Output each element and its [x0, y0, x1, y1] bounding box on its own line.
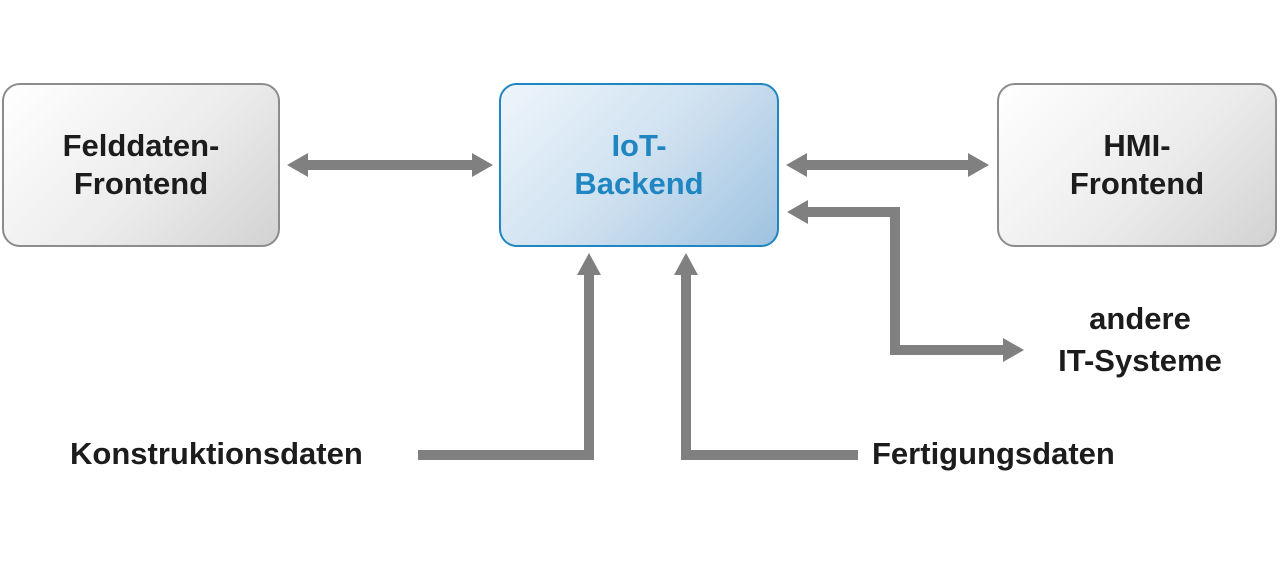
- other-it-systems-label: andere IT-Systeme: [1058, 301, 1222, 378]
- manufacturing-data-label: Fertigungsdaten: [872, 436, 1115, 471]
- arrow-construction-data-iot-backend: [418, 253, 601, 460]
- arrow-iot-backend-hmi-frontend: [786, 153, 989, 177]
- iot-backend-box: IoT- Backend: [499, 83, 779, 247]
- hmi-frontend-box: HMI- Frontend: [997, 83, 1277, 247]
- arrow-manufacturing-data-iot-backend: [674, 253, 858, 460]
- iot-backend-label: IoT- Backend: [574, 128, 704, 201]
- construction-data-label: Konstruktionsdaten: [70, 436, 363, 471]
- arrow-iot-backend-other-it-systems: [787, 200, 1024, 362]
- arrow-field-frontend-iot-backend: [287, 153, 493, 177]
- hmi-frontend-label: HMI- Frontend: [1069, 128, 1205, 201]
- field-data-frontend-label: Felddaten- Frontend: [62, 128, 220, 201]
- field-data-frontend-box: Felddaten- Frontend: [2, 83, 280, 247]
